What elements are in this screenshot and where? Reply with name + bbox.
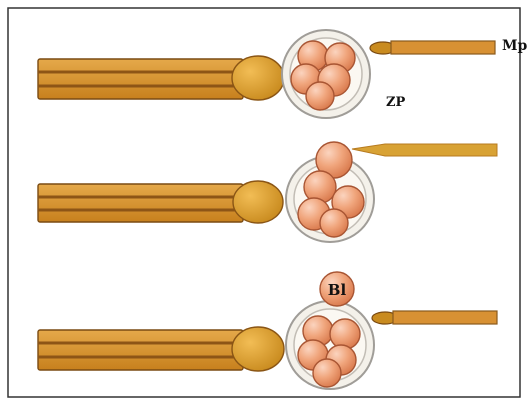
zona-pellucida-label: ZP: [386, 95, 405, 110]
holding-pipette-body: [38, 184, 243, 222]
holding-pipette-body: [38, 59, 243, 99]
micropipette-top: Mp: [370, 38, 527, 54]
blastomere: [306, 82, 334, 110]
holding-pipette-middle: [38, 181, 283, 223]
holding-pipette-tip: [232, 327, 284, 371]
micropipette-body: [393, 311, 497, 324]
blastomere: [330, 319, 360, 349]
blastomere: [313, 359, 341, 387]
biopsied-cell-group: Bl: [320, 272, 354, 306]
embryo-top: [282, 30, 370, 118]
micropipette-label: Mp: [502, 38, 527, 54]
holding-pipette-tip: [232, 56, 284, 100]
micropipette-bottom: [372, 311, 497, 324]
blastomere-label: Bl: [328, 281, 347, 299]
holding-pipette-tip: [233, 181, 283, 223]
blastomere: [320, 209, 348, 237]
micropipette-body: [391, 41, 495, 54]
embryo-bottom: [286, 301, 374, 389]
holding-pipette-top: [38, 56, 284, 100]
holding-pipette-body: [38, 330, 243, 370]
holding-pipette-bottom: [38, 327, 284, 371]
